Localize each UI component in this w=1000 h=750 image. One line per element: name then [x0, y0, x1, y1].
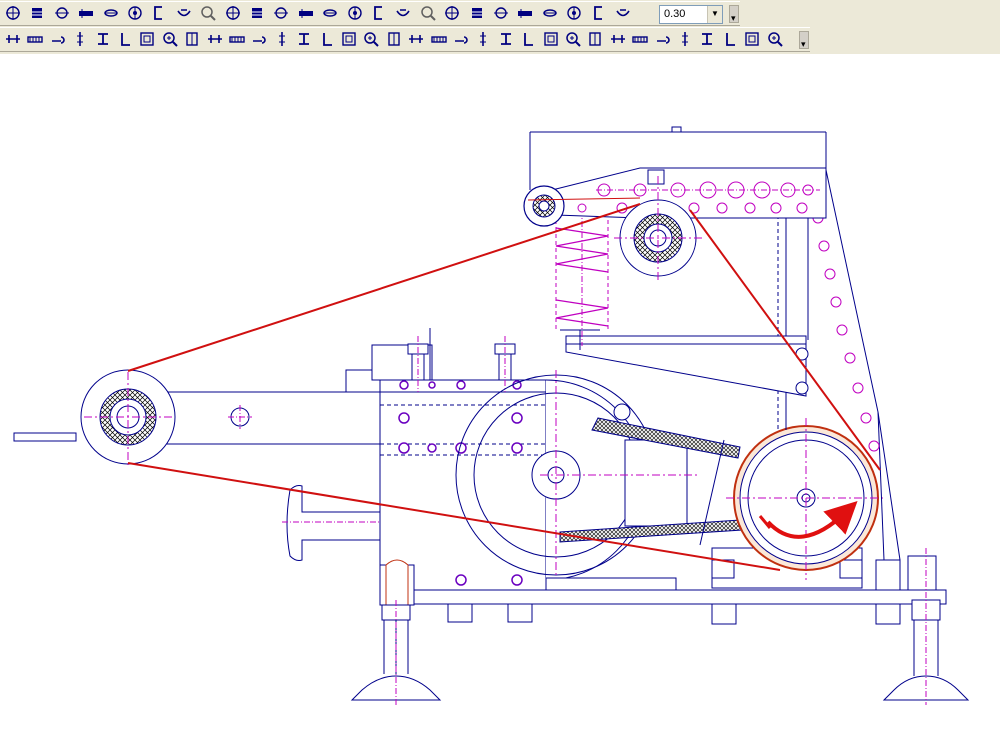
- view-arrow-icon[interactable]: [609, 30, 629, 49]
- circle-cross-icon[interactable]: [4, 4, 24, 23]
- drawing-svg: [13, 126, 970, 705]
- edit-icon[interactable]: [676, 30, 696, 49]
- screw-icon[interactable]: [272, 4, 292, 23]
- symmetry-axis-icon[interactable]: [53, 4, 73, 23]
- channel-icon[interactable]: [419, 4, 439, 23]
- key-icon[interactable]: [224, 4, 244, 23]
- roughness-icon[interactable]: [497, 30, 517, 49]
- zoom-in-icon[interactable]: [614, 4, 634, 23]
- roughness-alt-icon[interactable]: [654, 30, 674, 49]
- arc-icon[interactable]: [71, 30, 91, 49]
- datum-icon[interactable]: [542, 30, 562, 49]
- angle-alt-icon[interactable]: [468, 4, 488, 23]
- chevron-down-icon: ▾: [731, 13, 736, 23]
- rectangle-icon[interactable]: [94, 30, 114, 49]
- zoom-value[interactable]: 0.30: [664, 8, 686, 20]
- center-mark-icon[interactable]: [183, 30, 203, 49]
- drawing-canvas[interactable]: [0, 54, 1000, 750]
- dimension-angle-icon[interactable]: [385, 30, 405, 49]
- rotation-arrow-icon: [766, 500, 858, 539]
- bolt-icon[interactable]: [102, 4, 122, 23]
- offset-icon[interactable]: [138, 30, 158, 49]
- spring-icon[interactable]: [175, 4, 195, 23]
- i-beam-icon[interactable]: [394, 4, 414, 23]
- match-icon[interactable]: [766, 30, 786, 49]
- base-frame[interactable]: [379, 555, 947, 625]
- toolbar-overflow-button[interactable]: ▾: [799, 31, 809, 49]
- shaft-icon[interactable]: [199, 4, 219, 23]
- idler-wheel-left[interactable]: [80, 369, 176, 465]
- copy-icon[interactable]: [250, 30, 270, 49]
- spline-icon[interactable]: [49, 30, 69, 49]
- view-frame-icon[interactable]: [541, 4, 561, 23]
- leveling-foot-right[interactable]: [882, 548, 970, 705]
- centerline-icon[interactable]: [161, 30, 181, 49]
- table-icon[interactable]: [452, 30, 472, 49]
- position-icon[interactable]: [698, 30, 718, 49]
- weld-icon[interactable]: [474, 30, 494, 49]
- lever-bracket[interactable]: [560, 329, 809, 397]
- chevron-down-icon: ▼: [711, 9, 719, 18]
- tolerance-icon[interactable]: [519, 30, 539, 49]
- toolbar-area: 0.30 ▼ ▾ ▾: [0, 0, 1000, 54]
- nut-icon[interactable]: [370, 4, 390, 23]
- motor-housing[interactable]: [345, 328, 547, 591]
- text-alt-icon[interactable]: [430, 30, 450, 49]
- block-bolts: [398, 380, 523, 586]
- angle-icon[interactable]: [443, 4, 463, 23]
- top-arm-holes: [577, 181, 820, 214]
- move-icon[interactable]: [228, 30, 248, 49]
- polyline-icon[interactable]: [26, 30, 46, 49]
- text-icon[interactable]: [407, 30, 427, 49]
- round-icon[interactable]: [150, 4, 170, 23]
- tolerance-alt-icon[interactable]: [743, 30, 763, 49]
- line-icon[interactable]: [4, 30, 24, 49]
- drive-wheel[interactable]: [711, 418, 886, 589]
- bearing-icon[interactable]: [346, 4, 366, 23]
- section-icon[interactable]: [586, 30, 606, 49]
- stamp-icon[interactable]: [206, 30, 226, 49]
- tension-spring[interactable]: [555, 210, 609, 346]
- grinding-belt[interactable]: [127, 197, 881, 571]
- toolbar-top: 0.30 ▼ ▾: [0, 1, 740, 26]
- mirror-icon[interactable]: [318, 30, 338, 49]
- zoom-magnifier-icon[interactable]: [565, 4, 585, 23]
- leveling-foot-left[interactable]: [350, 600, 442, 705]
- chevron-down-icon: ▾: [801, 39, 806, 49]
- zoom-combo[interactable]: 0.30 ▼: [659, 5, 723, 24]
- rotate-icon[interactable]: [273, 30, 293, 49]
- zoom-dropdown-button[interactable]: ▼: [707, 6, 722, 23]
- scale-icon[interactable]: [295, 30, 315, 49]
- hatch-area-icon[interactable]: [116, 30, 136, 49]
- rivet-icon[interactable]: [297, 4, 317, 23]
- tracking-arm[interactable]: [128, 391, 380, 445]
- zoom-out-icon[interactable]: [590, 4, 610, 23]
- dimension-diameter-icon[interactable]: [362, 30, 382, 49]
- hatch-icon[interactable]: [77, 4, 97, 23]
- dimension-linear-icon[interactable]: [340, 30, 360, 49]
- v-belt[interactable]: [559, 417, 743, 543]
- pin-icon[interactable]: [248, 4, 268, 23]
- toolbar-overflow-button[interactable]: ▾: [729, 5, 739, 23]
- leader-icon[interactable]: [564, 30, 584, 49]
- washer-icon[interactable]: [321, 4, 341, 23]
- support-column[interactable]: [699, 169, 901, 561]
- contact-wheel-top[interactable]: [614, 176, 702, 282]
- flange-icon[interactable]: [126, 4, 146, 23]
- shaft-stub-left[interactable]: [13, 432, 77, 442]
- line-tool-icon[interactable]: [28, 4, 48, 23]
- toolbar-bottom: ▾: [0, 27, 810, 52]
- motor-handle[interactable]: [282, 485, 381, 561]
- column-holes: [812, 212, 880, 452]
- wing-nut-icon[interactable]: [492, 4, 512, 23]
- gear-icon[interactable]: [516, 4, 536, 23]
- base-icon[interactable]: [721, 30, 741, 49]
- dimension-top[interactable]: [529, 126, 827, 190]
- surface-finish-icon[interactable]: [631, 30, 651, 49]
